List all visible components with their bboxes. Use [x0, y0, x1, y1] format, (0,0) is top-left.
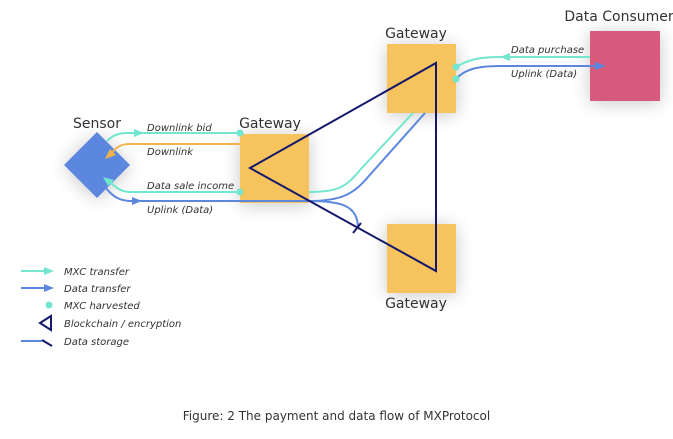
legend-mxc-harvested-label: MXC harvested [64, 301, 140, 312]
mxc-gateway-link [308, 112, 414, 193]
legend: MXC transfer Data transfer MXC harvested… [21, 267, 181, 348]
data-storage-flow [308, 200, 359, 229]
downlink-arrow-icon [105, 149, 116, 159]
blockchain-triangle [247, 61, 437, 273]
downlink-bid-harvest-dot [236, 129, 244, 137]
legend-mxc-transfer-arrow-icon [44, 267, 54, 275]
gateway-top-label: Gateway [385, 26, 447, 42]
legend-mxc-harvested-dot-icon [45, 301, 53, 309]
sensor-label: Sensor [73, 116, 121, 132]
legend-data-storage-marker-icon [41, 339, 53, 347]
gateway-bottom-box [387, 224, 456, 293]
uplink-consumer-label: Uplink (Data) [511, 69, 577, 80]
uplink-sensor-arrow-icon [132, 197, 142, 205]
data-sale-income-label: Data sale income [147, 181, 234, 192]
gateway-bottom-label: Gateway [385, 296, 447, 312]
downlink-bid-arrow-icon [134, 129, 144, 137]
data-purchase-harvest-dot [452, 63, 460, 71]
data-purchase-flow [455, 56, 590, 68]
downlink-bid-label: Downlink bid [147, 123, 212, 134]
gateway-top-box [387, 44, 456, 113]
gateway-main-label: Gateway [239, 116, 301, 132]
figure-caption: Figure: 2 The payment and data flow of M… [182, 409, 491, 423]
data-sale-income-harvest-dot [236, 188, 244, 196]
uplink-consumer-flow [455, 65, 595, 80]
data-purchase-label: Data purchase [511, 45, 584, 56]
data-consumer-label: Data Consumer [564, 9, 673, 25]
downlink-bid-flow [106, 132, 240, 142]
legend-data-transfer-label: Data transfer [64, 284, 131, 295]
uplink-sensor-flow [105, 187, 309, 202]
legend-blockchain-triangle-icon [38, 314, 52, 332]
data-gateway-link [308, 112, 426, 202]
legend-data-storage-label: Data storage [64, 337, 129, 348]
downlink-flow [111, 143, 240, 154]
uplink-sensor-label: Uplink (Data) [147, 205, 213, 216]
downlink-label: Downlink [147, 147, 194, 158]
uplink-consumer-arrow-icon [595, 62, 606, 70]
legend-blockchain-label: Blockchain / encryption [64, 319, 181, 330]
sensor-diamond [64, 132, 130, 198]
legend-data-transfer-arrow-icon [44, 284, 54, 292]
uplink-consumer-harvest-dot [452, 75, 460, 83]
data-sale-income-arrow-icon [103, 177, 114, 186]
legend-mxc-transfer-label: MXC transfer [64, 267, 130, 278]
data-purchase-arrow-icon [500, 53, 510, 61]
